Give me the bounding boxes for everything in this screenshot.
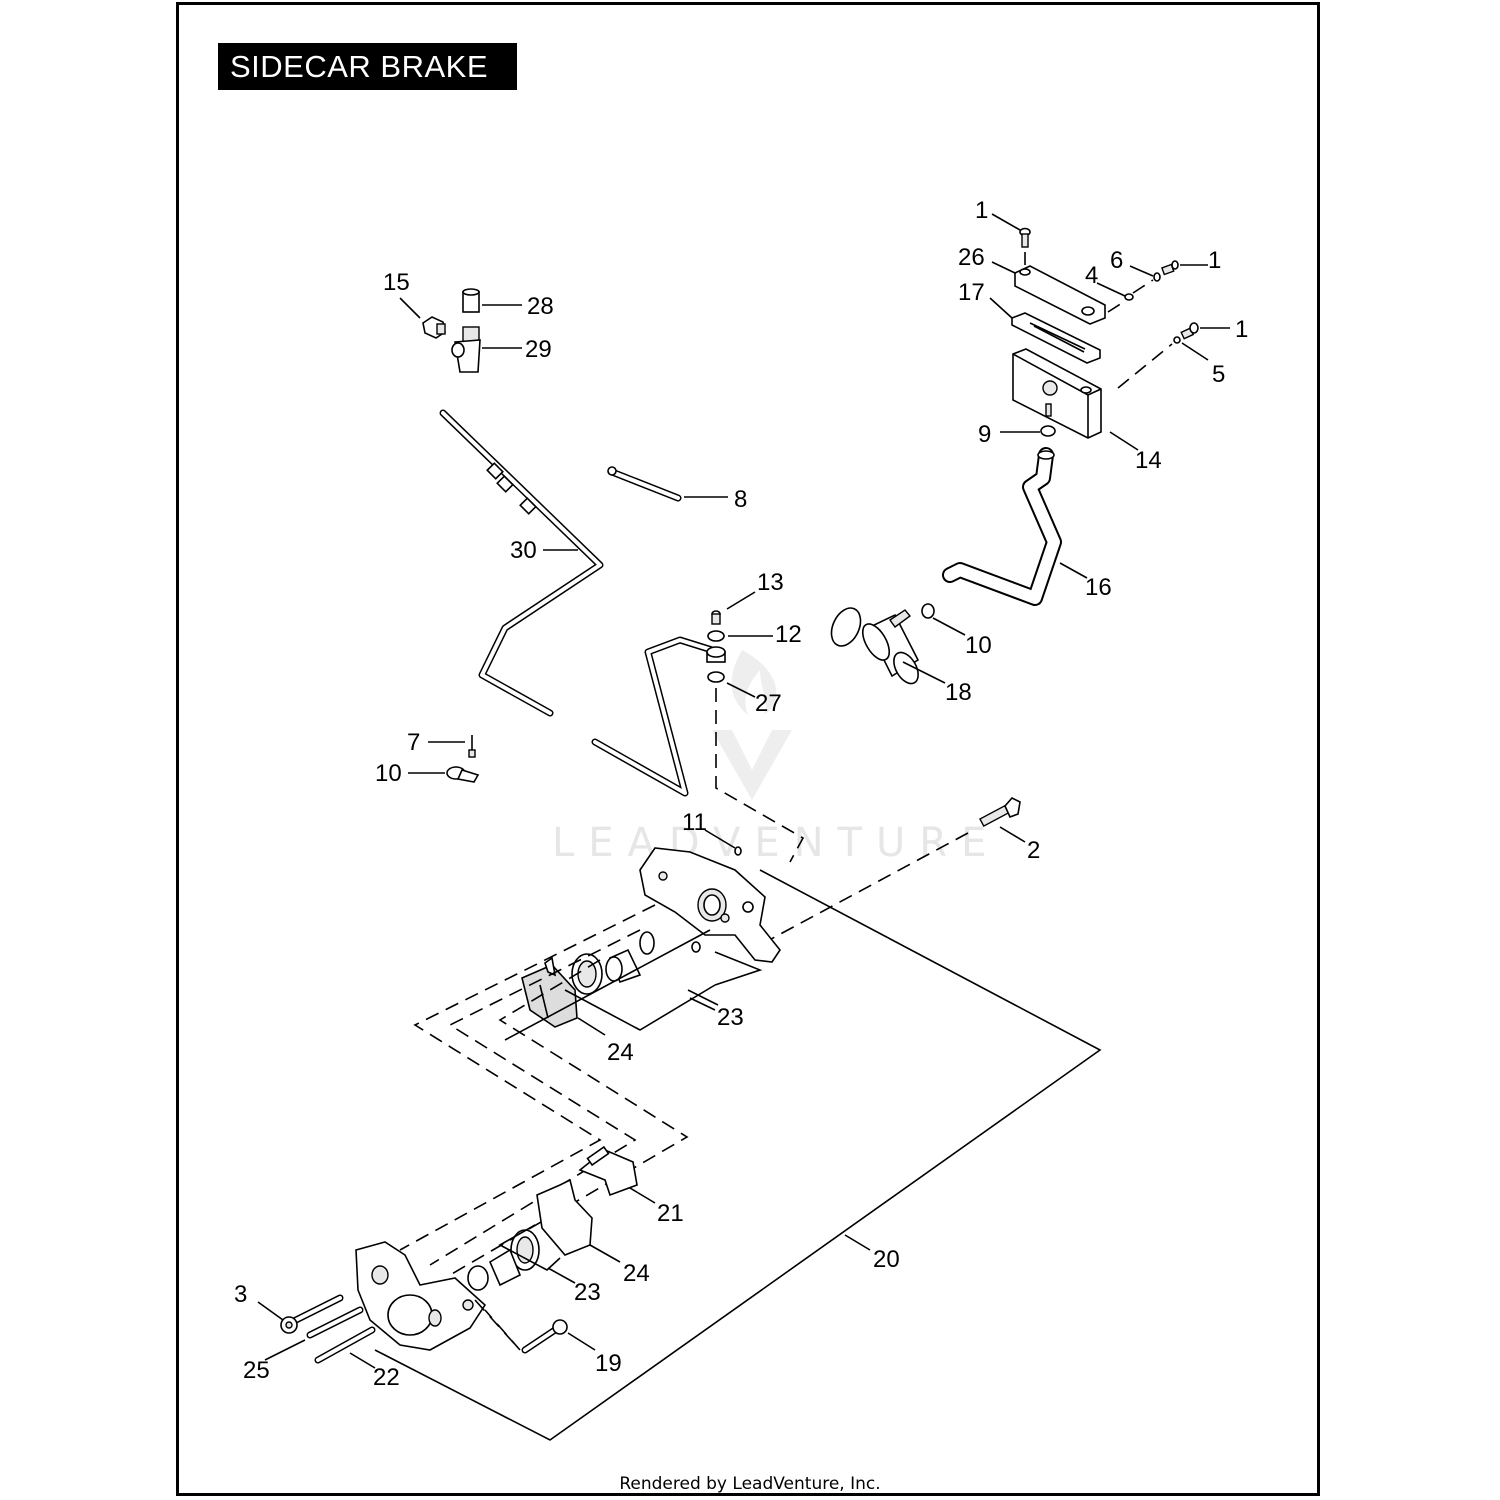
callout-1: 1	[1235, 316, 1248, 343]
watermark-logo-icon	[712, 730, 792, 800]
part-16-hose[interactable]	[942, 447, 1062, 606]
part-3-socket-head-screw[interactable]	[280, 1294, 344, 1334]
callout-19: 19	[595, 1350, 622, 1377]
part-10-clamp-right[interactable]	[921, 603, 935, 619]
callout-4: 4	[1085, 262, 1098, 289]
callout-28: 28	[527, 293, 554, 320]
callout-18: 18	[945, 679, 972, 706]
callout-30: 30	[510, 537, 537, 564]
part-25-pin[interactable]	[306, 1306, 364, 1339]
callout-15: 15	[383, 269, 410, 296]
callout-23: 23	[574, 1279, 601, 1306]
part-17-diaphragm[interactable]	[1011, 312, 1101, 364]
callout-21: 21	[657, 1200, 684, 1227]
callout-17: 17	[958, 279, 985, 306]
callout-9: 9	[978, 421, 991, 448]
part-6-washer[interactable]	[1153, 272, 1161, 282]
part-1-screw-right-lower[interactable]	[1180, 322, 1199, 340]
part-14-reservoir[interactable]	[1012, 348, 1102, 439]
callout-6: 6	[1110, 247, 1123, 274]
watermark: LEADVENTURE	[552, 650, 1000, 866]
callouts: 1 26 17 4 6 1 1 5 9 14 16 10 18 15 28 29…	[234, 197, 1248, 1391]
callout-14: 14	[1135, 447, 1162, 474]
part-29-tee-fitting[interactable]	[451, 326, 481, 373]
caliper-o-ring	[691, 941, 701, 953]
part-24-brake-pad-upper[interactable]	[521, 956, 578, 1028]
part-1-screw-top[interactable]	[1019, 227, 1031, 248]
callout-26: 26	[958, 244, 985, 271]
callout-2: 2	[1027, 837, 1040, 864]
part-2-bolt[interactable]	[979, 797, 1021, 827]
part-24-brake-pad-lower[interactable]	[536, 1178, 593, 1256]
brake-line-lower	[591, 636, 716, 797]
leader-lines	[257, 213, 1230, 1369]
callout-7: 7	[407, 729, 420, 756]
watermark-text: LEADVENTURE	[552, 820, 1000, 866]
callout-24: 24	[623, 1260, 650, 1287]
part-15-fitting-nut[interactable]	[422, 316, 446, 339]
part-5-washer[interactable]	[1173, 336, 1181, 344]
callout-23: 23	[717, 1004, 744, 1031]
part-18-adapter[interactable]	[826, 603, 923, 687]
part-11-bleeder-cap[interactable]	[734, 846, 742, 856]
part-8-cable-strap[interactable]	[607, 466, 682, 502]
callout-5: 5	[1212, 361, 1225, 388]
part-22-pin[interactable]	[314, 1326, 376, 1364]
callout-8: 8	[734, 486, 747, 513]
caliper-lower-half[interactable]	[355, 1241, 487, 1351]
callout-1: 1	[975, 197, 988, 224]
watermark-flame-icon	[731, 650, 777, 715]
part-4-washer[interactable]	[1124, 293, 1134, 301]
part-7-screw[interactable]	[468, 735, 476, 758]
callout-11: 11	[682, 809, 707, 836]
reservoir-assembly	[1011, 227, 1199, 439]
part-1-screw-right-upper[interactable]	[1161, 260, 1179, 276]
callout-16: 16	[1085, 574, 1112, 601]
bracket-20	[374, 869, 1102, 1441]
callout-10: 10	[375, 760, 402, 787]
part-21-spring-clip[interactable]	[578, 1145, 638, 1197]
callout-25: 25	[243, 1357, 270, 1384]
part-12-washer[interactable]	[707, 630, 725, 642]
callout-13: 13	[757, 569, 784, 596]
callout-22: 22	[373, 1364, 400, 1391]
part-27-washer[interactable]	[707, 671, 725, 683]
part-30-brake-line[interactable]	[439, 409, 604, 717]
part-19-bleeder-valve[interactable]	[521, 1319, 568, 1354]
page-title: SIDECAR BRAKE	[218, 43, 517, 90]
part-10-clamp-left[interactable]	[446, 766, 480, 783]
callout-3: 3	[234, 1281, 247, 1308]
caliper-upper-half[interactable]	[639, 847, 781, 963]
callout-29: 29	[525, 336, 552, 363]
part-9-hose-clamp[interactable]	[1040, 425, 1056, 437]
callout-1: 1	[1208, 247, 1221, 274]
banjo-fitting	[706, 646, 726, 663]
part-23-piston-kit-lower[interactable]	[467, 1229, 540, 1291]
part-13-banjo-bolt[interactable]	[711, 610, 721, 625]
part-28-nut[interactable]	[462, 288, 480, 313]
part-23-piston-kit-upper[interactable]	[571, 931, 655, 995]
part-26-cover[interactable]	[1014, 265, 1106, 325]
callout-24: 24	[607, 1039, 634, 1066]
footer-credit: Rendered by LeadVenture, Inc.	[619, 1474, 881, 1494]
callout-20: 20	[873, 1246, 900, 1273]
callout-12: 12	[775, 621, 802, 648]
callout-10: 10	[965, 632, 992, 659]
callout-27: 27	[755, 690, 782, 717]
